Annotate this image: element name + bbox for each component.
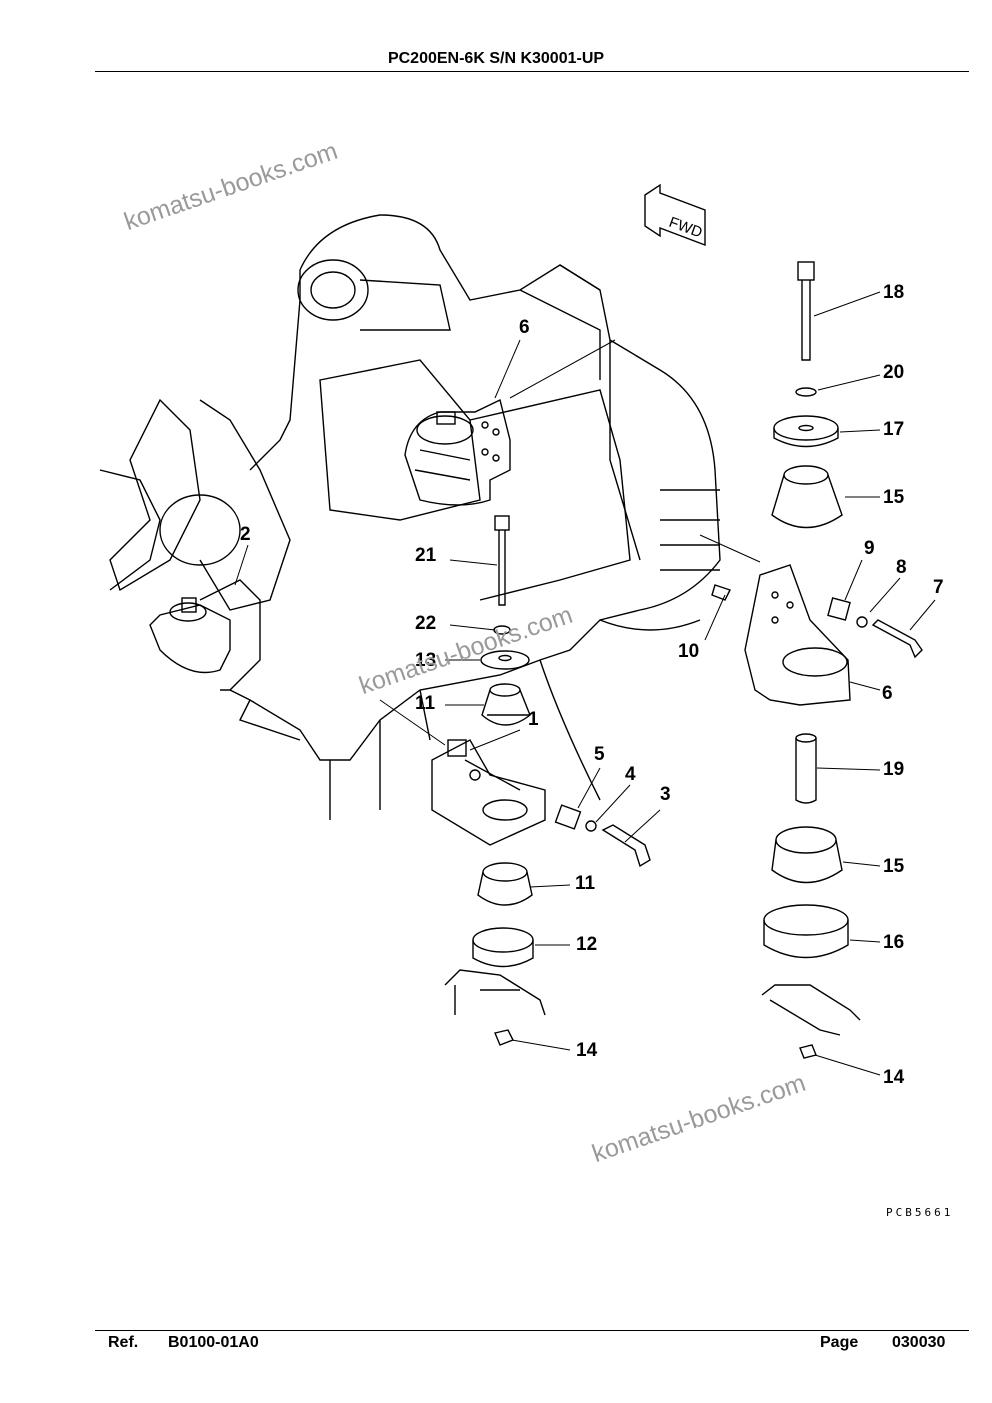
washer-17 xyxy=(773,415,839,448)
callout-6-bracket: 6 xyxy=(882,683,893,704)
callout-11-lower: 11 xyxy=(575,873,596,894)
leader-lines xyxy=(234,291,936,1076)
spacer-9 xyxy=(827,597,851,621)
page-label: Page xyxy=(820,1334,859,1351)
callout-5: 5 xyxy=(594,744,605,765)
engine-assembly xyxy=(99,214,721,820)
mount-bracket-right xyxy=(744,564,851,706)
frame-plate-right xyxy=(761,984,861,1036)
rear-engine-mount xyxy=(404,398,511,506)
frame-plate-left xyxy=(444,969,546,1016)
bolt-10 xyxy=(711,584,731,601)
callout-20: 20 xyxy=(883,362,905,383)
callout-14-right: 14 xyxy=(883,1067,905,1088)
nut-14-right xyxy=(799,1044,817,1059)
rubber-cushion-11-upper xyxy=(481,683,531,726)
callout-18: 18 xyxy=(883,282,905,303)
bolt-7 xyxy=(871,619,923,659)
bolt-21 xyxy=(494,515,510,606)
spacer-5 xyxy=(554,804,582,830)
rubber-cushion-15-upper xyxy=(771,465,843,529)
callout-15-lower: 15 xyxy=(883,856,905,877)
callout-6-engine: 6 xyxy=(519,317,530,338)
cooling-fan xyxy=(109,398,291,611)
washer-4 xyxy=(585,820,597,832)
callout-19: 19 xyxy=(883,759,905,780)
stopper-12 xyxy=(472,927,534,968)
mount-bracket-center xyxy=(431,739,546,846)
callout-17: 17 xyxy=(883,419,905,440)
ref-value: B0100-01A0 xyxy=(168,1334,259,1351)
callout-7: 7 xyxy=(933,577,944,598)
callout-12: 12 xyxy=(576,934,598,955)
front-left-mount xyxy=(149,579,261,691)
fwd-arrow: FWD xyxy=(644,183,706,247)
rubber-cushion-15-lower xyxy=(771,826,843,884)
callout-11-upper: 11 xyxy=(415,693,436,714)
drawing-code: PCB5661 xyxy=(886,1206,954,1219)
washer-13 xyxy=(480,650,530,670)
page-number: 030030 xyxy=(892,1334,946,1351)
callout-1: 1 xyxy=(528,709,539,730)
callout-13: 13 xyxy=(415,650,437,671)
footer-rule xyxy=(95,1330,969,1331)
callout-22: 22 xyxy=(415,613,437,634)
callout-2: 2 xyxy=(240,524,251,545)
nut-14-left xyxy=(494,1029,514,1046)
bolt-3 xyxy=(601,824,651,868)
page-title: PC200EN-6K S/N K30001-UP xyxy=(387,50,605,67)
callout-4: 4 xyxy=(625,764,636,785)
rubber-cushion-11-lower xyxy=(477,862,533,906)
header-rule xyxy=(95,71,969,72)
washer-20 xyxy=(795,387,817,397)
callout-16: 16 xyxy=(883,932,905,953)
callout-9: 9 xyxy=(864,538,875,559)
ref-label: Ref. xyxy=(108,1334,139,1351)
stopper-16 xyxy=(763,904,849,959)
bolt-18 xyxy=(797,261,815,361)
washer-8 xyxy=(856,616,868,628)
sleeve-19 xyxy=(795,733,817,804)
callout-15-upper: 15 xyxy=(883,487,905,508)
callout-8: 8 xyxy=(896,557,907,578)
callout-21: 21 xyxy=(415,545,437,566)
callout-14-left: 14 xyxy=(576,1040,598,1061)
callout-10: 10 xyxy=(678,641,700,662)
callout-3: 3 xyxy=(660,784,671,805)
